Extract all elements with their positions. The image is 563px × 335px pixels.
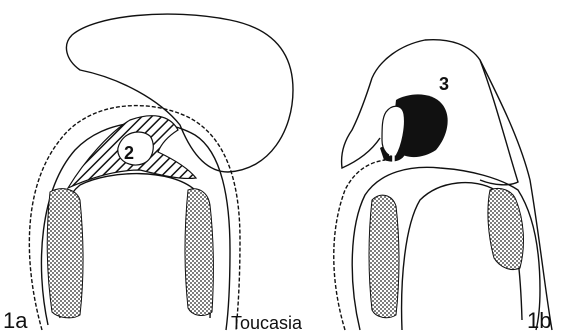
anterior-plate-1b [342,78,380,168]
figure-caption: Toucasia [231,314,302,332]
muscle-scar-right-1a [185,189,213,316]
muscle-scar-left-1b [369,195,399,318]
callout-2: 2 [124,144,134,162]
muscle-scar-left-1a [47,189,83,318]
figure-label-1a: 1a [3,310,27,332]
callout-1: 1 [388,150,398,168]
figure-label-1b: 1b [527,310,551,332]
muscle-scar-right-1b [488,188,524,269]
callout-3: 3 [439,75,449,93]
